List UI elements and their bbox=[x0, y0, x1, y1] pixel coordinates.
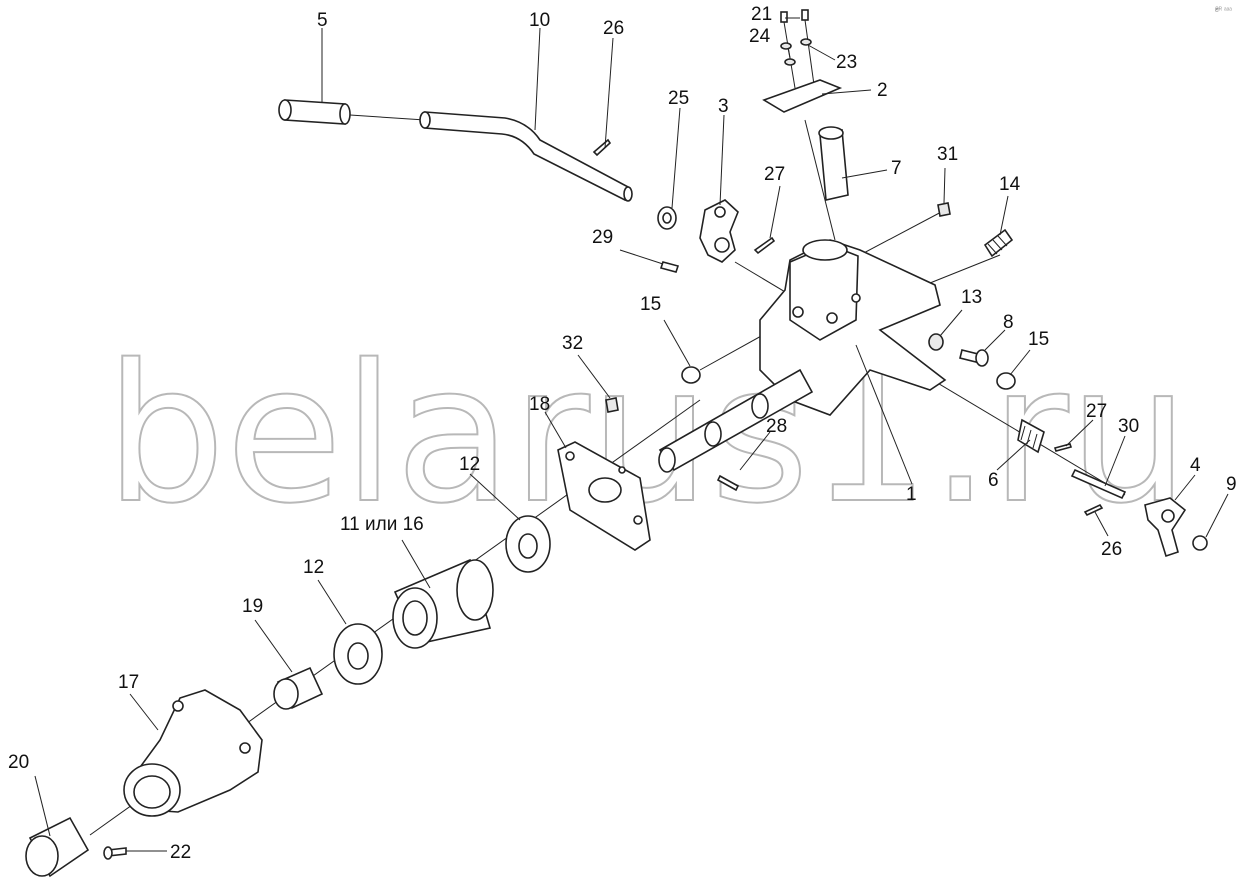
label-15-right: 15 bbox=[1028, 329, 1049, 350]
label-27-lower: 27 bbox=[1086, 401, 1107, 422]
label-32: 32 bbox=[562, 333, 583, 354]
label-23: 23 bbox=[836, 52, 857, 73]
label-27-upper: 27 bbox=[764, 164, 785, 185]
part-27-pin-lower bbox=[1053, 443, 1073, 452]
label-25: 25 bbox=[668, 88, 689, 109]
part-number-labels: 5 10 26 25 3 21 24 23 2 7 27 31 14 29 15… bbox=[8, 4, 1237, 863]
part-19-castle-nut bbox=[273, 666, 324, 710]
bracket-shaft bbox=[658, 368, 814, 473]
label-7: 7 bbox=[891, 158, 902, 179]
part-29-pin bbox=[659, 261, 680, 273]
part-18-flange bbox=[557, 441, 651, 551]
part-24-washers bbox=[780, 38, 812, 66]
part-20-cap bbox=[25, 816, 90, 878]
part-2-plate bbox=[762, 79, 843, 113]
label-2: 2 bbox=[877, 80, 888, 101]
label-24: 24 bbox=[749, 26, 771, 47]
part-9-nut bbox=[1192, 535, 1208, 551]
label-12-lower: 12 bbox=[303, 557, 324, 578]
part-6-spring bbox=[1017, 418, 1045, 454]
label-12-upper: 12 bbox=[459, 454, 480, 475]
label-14: 14 bbox=[999, 174, 1021, 195]
part-3-lever-arm bbox=[699, 199, 739, 263]
part-7-pivot-pin bbox=[818, 126, 849, 201]
part-30-axle bbox=[1070, 468, 1127, 500]
part-12-washer-upper bbox=[505, 515, 551, 573]
label-3: 3 bbox=[718, 96, 729, 117]
label-15-left: 15 bbox=[640, 294, 661, 315]
part-28-pin bbox=[716, 474, 740, 492]
label-leader-lines bbox=[34, 17, 1229, 852]
part-21-screws bbox=[780, 9, 816, 93]
part-15-plug-left bbox=[681, 366, 701, 384]
part-4-lever bbox=[1144, 497, 1187, 558]
part-11-or-16-bushing bbox=[392, 558, 494, 649]
label-17: 17 bbox=[118, 672, 139, 693]
label-4: 4 bbox=[1190, 455, 1201, 476]
label-10: 10 bbox=[529, 10, 550, 31]
watermark-text: belarus1.ru bbox=[105, 324, 1189, 545]
label-28: 28 bbox=[766, 416, 787, 437]
label-21: 21 bbox=[751, 4, 772, 25]
label-26-lower: 26 bbox=[1101, 539, 1122, 560]
part-27-pin-upper bbox=[753, 236, 776, 255]
part-15-plug-right bbox=[996, 372, 1016, 390]
part-14-spring bbox=[983, 228, 1014, 258]
label-31: 31 bbox=[937, 144, 958, 165]
part-22-bolt bbox=[103, 846, 127, 860]
label-20: 20 bbox=[8, 752, 29, 773]
label-6: 6 bbox=[988, 470, 999, 491]
label-30: 30 bbox=[1118, 416, 1139, 437]
label-1: 1 bbox=[906, 484, 917, 505]
part-1-bracket bbox=[759, 239, 947, 416]
part-17-housing bbox=[123, 689, 263, 817]
part-13-nut bbox=[928, 333, 944, 351]
label-19: 19 bbox=[242, 596, 263, 617]
label-9: 9 bbox=[1226, 474, 1237, 495]
part-26-pin-lower bbox=[1083, 503, 1104, 517]
label-29: 29 bbox=[592, 227, 613, 248]
part-31-nipple bbox=[937, 202, 951, 217]
label-18: 18 bbox=[529, 394, 550, 415]
label-5: 5 bbox=[317, 10, 328, 31]
label-13: 13 bbox=[961, 287, 982, 308]
part-12-washer-lower bbox=[333, 623, 383, 685]
label-22: 22 bbox=[170, 842, 191, 863]
label-26-top: 26 bbox=[603, 18, 624, 39]
label-8: 8 bbox=[1003, 312, 1014, 333]
part-10-lever-rod bbox=[419, 111, 633, 202]
part-26-pin-top bbox=[592, 138, 612, 157]
part-25-washer bbox=[657, 206, 677, 230]
part-8-bolt bbox=[959, 349, 989, 367]
corner-mark: ₴ᴿ ᵃᵃᵃ bbox=[1215, 7, 1232, 14]
label-11-or-16: 11 или 16 bbox=[340, 514, 424, 535]
part-5-grip bbox=[278, 99, 351, 125]
part-32-nipple bbox=[605, 397, 619, 413]
